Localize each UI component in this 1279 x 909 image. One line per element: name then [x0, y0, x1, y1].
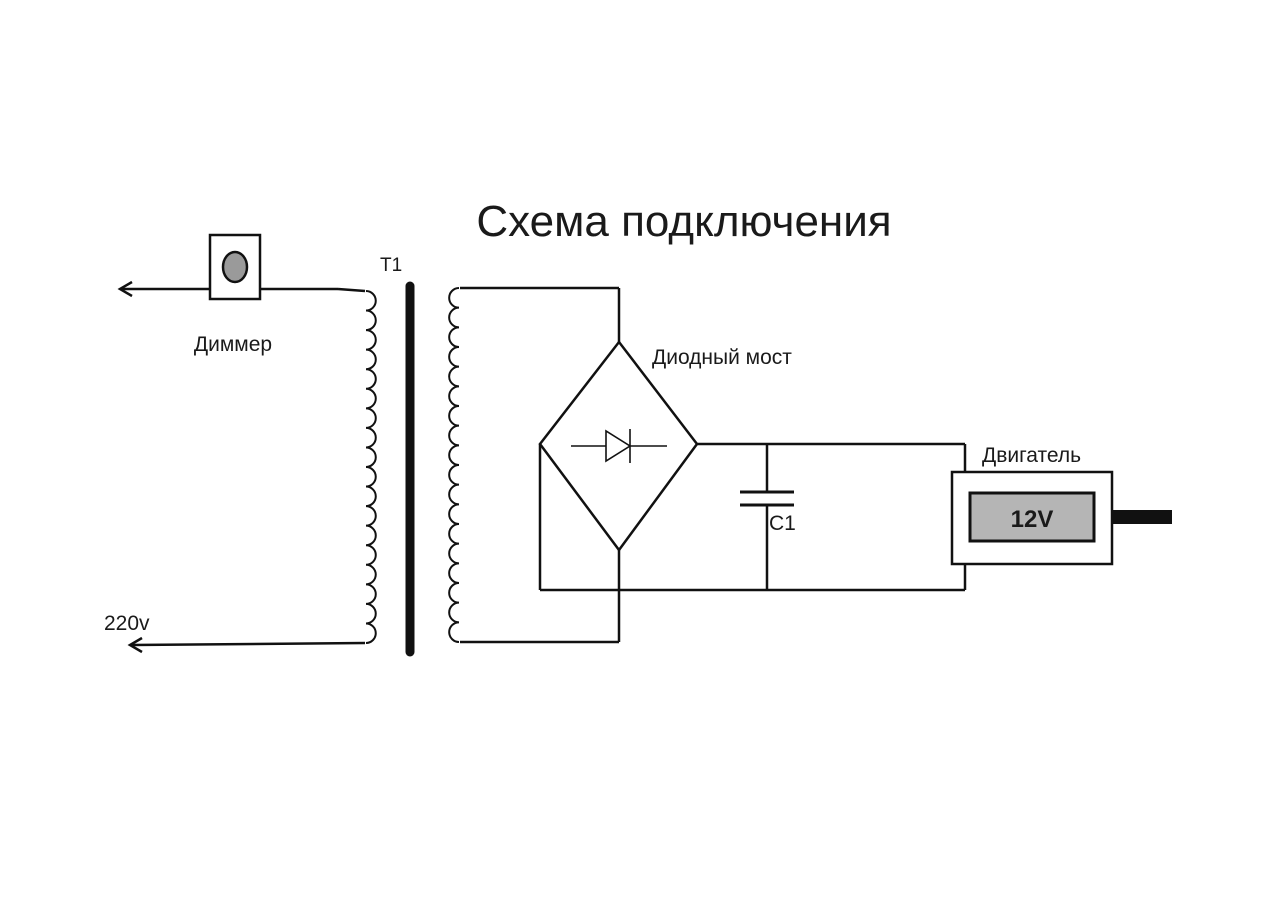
coil-winding: [448, 287, 460, 643]
diode-icon: [571, 429, 667, 463]
dimmer-body: [208, 233, 262, 301]
coil-winding: [365, 290, 377, 644]
motor-voltage-label: 12V: [1011, 506, 1054, 533]
motor: 12V: [950, 470, 1172, 566]
motor-shaft: [1112, 510, 1172, 524]
transformer-primary-coil: [365, 290, 377, 644]
input-voltage-label: 220v: [104, 612, 150, 635]
arrow-bottom-icon: [127, 636, 143, 654]
capacitor-label: C1: [769, 512, 796, 535]
motor-label: Двигатель: [982, 444, 1081, 467]
input-wiring: [122, 287, 366, 647]
arrow-top-icon: [117, 280, 133, 298]
diode-bridge: [538, 339, 699, 553]
transformer-label: T1: [380, 255, 402, 276]
diode-bridge-label: Диодный мост: [652, 346, 792, 369]
diagram-title: Схема подключения: [476, 197, 891, 246]
transformer-secondary-coil: [448, 287, 460, 643]
dimmer-label: Диммер: [194, 333, 272, 356]
capacitor: [740, 490, 794, 507]
motor-display: [968, 491, 1096, 543]
wire-bottom-left: [131, 641, 366, 647]
dimmer-knob-icon: [221, 250, 249, 284]
dimmer: [208, 233, 262, 301]
wire-coil-top-lead: [337, 287, 366, 293]
secondary-wiring: [460, 286, 967, 644]
